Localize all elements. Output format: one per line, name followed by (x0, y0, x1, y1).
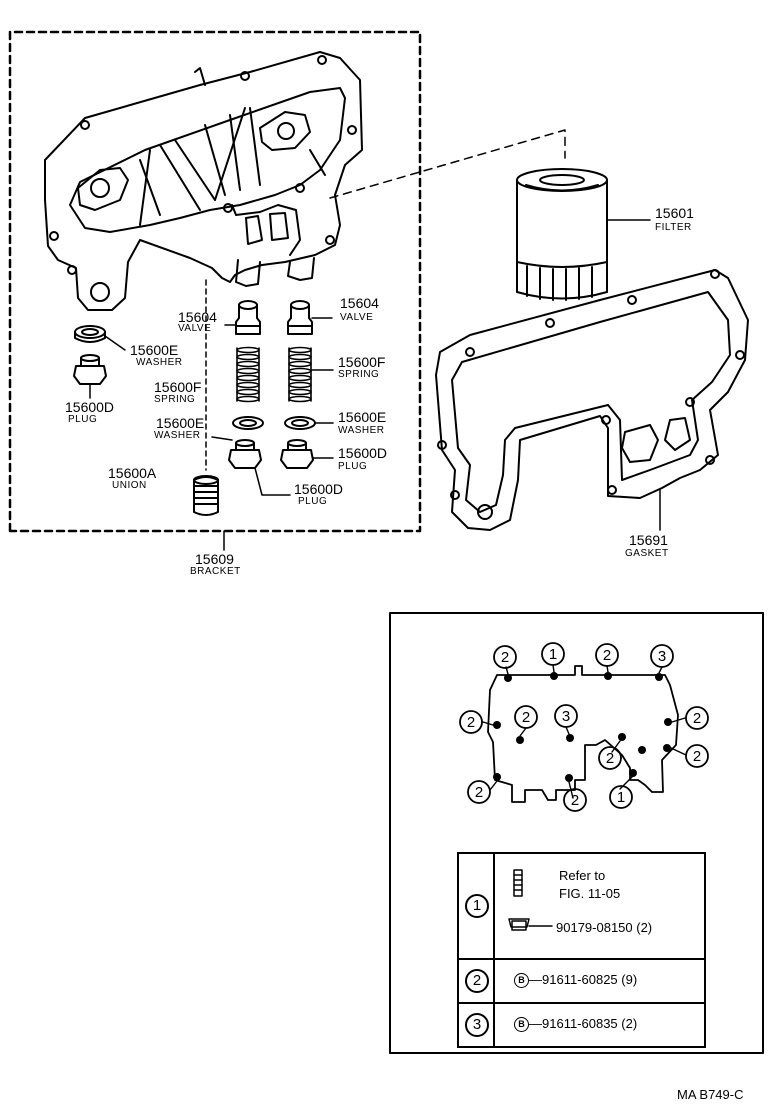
legend-fig-link[interactable]: FIG. 11-05 (559, 886, 621, 901)
label-15600e-left-name: WASHER (154, 430, 201, 441)
callout-2-text: 1 (549, 646, 557, 663)
callout-6 (514, 705, 538, 729)
fastener-legend-table: 1 Refer to FIG. 11-05 90179-08150 (2) 2 … (457, 852, 706, 1048)
figure-code: MA B749-C (677, 1087, 744, 1102)
legend-bolt-row-3: B—91611-60835 (2) (514, 1016, 638, 1033)
inset-callouts (459, 642, 709, 812)
left-plug (73, 354, 107, 385)
union (193, 475, 219, 516)
label-15600d-left-number: 15600D (65, 399, 115, 415)
inset-gasket (487, 665, 679, 803)
bolt-b-icon: B (514, 1017, 529, 1033)
callout-5 (459, 710, 483, 734)
oil-filter (516, 168, 608, 301)
label-15600f-left-name: SPRING (154, 394, 196, 405)
plug-right (280, 439, 314, 469)
callout-12-text: 2 (571, 792, 579, 809)
label-15604-left-name: VALVE (178, 323, 212, 334)
filter-dashed-leader (329, 129, 566, 199)
callout-2 (541, 642, 565, 666)
valve-left (235, 300, 261, 335)
legend-bolt-row-2: B—91611-60825 (9) (514, 972, 638, 989)
label-15600e-top-number: 15600E (130, 342, 179, 358)
callout-13-text: 1 (617, 789, 625, 806)
gasket (435, 269, 749, 531)
legend-key-cell-2: 2 (459, 960, 495, 1002)
valve-right (287, 300, 313, 335)
washer-right (284, 416, 316, 430)
callout-13 (609, 785, 633, 809)
label-15601-number: 15601 (655, 205, 694, 221)
legend-dash-3: — (529, 1016, 542, 1031)
legend-row-1: 1 Refer to FIG. 11-05 90179-08150 (2) (459, 854, 704, 958)
legend-refer-text: Refer to (559, 868, 606, 883)
label-15600e-right-name: WASHER (338, 425, 385, 436)
legend-row-3: 3 B—91611-60835 (2) (459, 1002, 704, 1046)
callout-1-text: 2 (501, 649, 509, 666)
inset-callout-text: 2 1 2 3 2 2 3 2 2 2 2 2 1 (467, 646, 701, 809)
label-15600f-right-number: 15600F (338, 354, 386, 370)
callout-10-text: 2 (606, 750, 614, 767)
label-15600f-left-number: 15600F (154, 379, 202, 395)
callout-5-text: 2 (467, 714, 475, 731)
inset-bolt-dots (493, 672, 672, 782)
legend-key-cell-3: 3 (459, 1004, 495, 1046)
callout-9 (685, 744, 709, 768)
callout-3 (595, 643, 619, 667)
label-15600e-right-number: 15600E (338, 409, 387, 425)
label-15600e-left-number: 15600E (156, 415, 205, 431)
callout-9-text: 2 (693, 748, 701, 765)
label-15601-name: FILTER (655, 222, 692, 233)
label-15600d-left-name: PLUG (68, 414, 98, 425)
label-15600d-right-name: PLUG (338, 461, 368, 472)
callout-7-text: 3 (562, 708, 570, 725)
legend-key-1: 1 (465, 894, 489, 918)
legend-part-91611-60825: 91611-60825 (9) (542, 972, 638, 987)
callout-1 (493, 645, 517, 669)
callout-3-text: 2 (603, 647, 611, 664)
legend-dash-2: — (529, 972, 542, 987)
legend-part-91611-60835: 91611-60835 (2) (542, 1016, 638, 1031)
label-15600f-right-name: SPRING (338, 369, 380, 380)
left-washer (74, 325, 106, 343)
callout-4-text: 3 (658, 648, 666, 665)
label-15604-right-number: 15604 (340, 295, 379, 311)
callout-6-text: 2 (522, 709, 530, 726)
spring-left (236, 346, 260, 403)
inset-panel (389, 612, 764, 1054)
label-15604-left-number: 15604 (178, 309, 217, 325)
plug-left (228, 439, 262, 469)
label-15691-number: 15691 (629, 532, 668, 548)
label-15600d-bottom-number: 15600D (294, 481, 344, 497)
callout-11-text: 2 (475, 784, 483, 801)
spring-right (288, 346, 312, 403)
callout-11 (467, 780, 491, 804)
label-15691-name: GASKET (625, 548, 669, 559)
label-15600a-name: UNION (112, 480, 147, 491)
label-15600d-right-number: 15600D (338, 445, 388, 461)
callout-8 (685, 706, 709, 730)
bracket-housing (44, 51, 363, 311)
callout-4 (650, 644, 674, 668)
legend-key-2: 2 (465, 969, 489, 993)
bolt-b-icon: B (514, 973, 529, 989)
legend-key-3: 3 (465, 1013, 489, 1037)
label-15600a-number: 15600A (108, 465, 157, 481)
callout-8-text: 2 (693, 710, 701, 727)
legend-row-2: 2 B—91611-60825 (9) (459, 958, 704, 1002)
washer-left (232, 416, 264, 430)
label-15609-name: BRACKET (190, 566, 241, 577)
callout-7 (554, 704, 578, 728)
callout-10 (598, 746, 622, 770)
legend-key-cell-1: 1 (459, 854, 495, 958)
stud-bolt-icon (513, 869, 523, 897)
label-15600d-bottom-name: PLUG (298, 496, 328, 507)
legend-part-90179: 90179-08150 (2) (556, 920, 653, 935)
callout-12 (563, 788, 587, 812)
nut-icon (508, 918, 530, 931)
label-15604-right-name: VALVE (340, 312, 374, 323)
label-15600e-top-name: WASHER (136, 357, 183, 368)
label-15609-number: 15609 (195, 551, 234, 567)
